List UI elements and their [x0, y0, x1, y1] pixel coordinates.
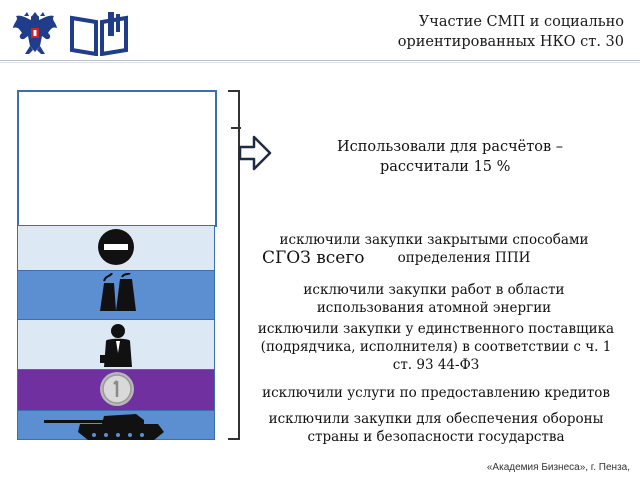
excluded-nuclear-line-1: исключили закупки работ в области [303, 282, 565, 298]
grouping-bracket [228, 90, 240, 440]
segment-used [17, 90, 217, 227]
header-divider [0, 60, 640, 61]
used-line-2: рассчитали 15 % [380, 159, 511, 175]
person-in-suit-icon [100, 323, 136, 369]
excluded-defense-text: исключили закупки для обеспечения оборон… [240, 410, 632, 446]
coin-icon [99, 371, 135, 407]
used-line-1: Использовали для расчётов – [336, 139, 564, 155]
excluded-defense-line-2: страны и безопасности государства [307, 429, 565, 445]
no-entry-icon [96, 227, 136, 267]
excluded-credit-text: исключили услуги по предоставлению креди… [240, 384, 632, 402]
excluded-defense-line-1: исключили закупки для обеспечения оборон… [268, 411, 604, 427]
header-title-line-2: ориентированных НКО ст. 30 [397, 34, 624, 50]
nuclear-plant-icon [96, 272, 140, 313]
footer-text: «Академия Бизнеса», г. Пенза, [486, 462, 630, 473]
excluded-single-line-2: (подрядчика, исполнителя) в соответствии… [260, 339, 612, 355]
excluded-single-supplier-text: исключили закупки у единственного постав… [240, 320, 632, 374]
coat-of-arms-icon [10, 6, 60, 58]
bracket-tick [231, 127, 241, 129]
used-for-calculation-text: Использовали для расчётов – рассчитали 1… [300, 137, 600, 177]
tank-icon [44, 410, 164, 442]
arrow-right-icon [238, 133, 274, 173]
book-icon [68, 10, 130, 57]
procurement-stack [17, 90, 217, 440]
excluded-nuclear-text: исключили закупки работ в области исполь… [244, 281, 624, 317]
excluded-single-line-3: ст. 93 44-ФЗ [392, 357, 480, 373]
excluded-closed-line-1: исключили закупки закрытыми способами [279, 232, 589, 248]
excluded-closed-text: исключили закупки закрытыми способами оп… [244, 231, 624, 267]
excluded-nuclear-line-2: использования атомной энергии [316, 300, 552, 316]
header-title-line-1: Участие СМП и социально [418, 14, 624, 30]
excluded-single-line-1: исключили закупки у единственного постав… [257, 321, 615, 337]
excluded-credit-line: исключили услуги по предоставлению креди… [262, 385, 610, 401]
total-label: СГОЗ всего [262, 248, 365, 268]
excluded-closed-line-2: определения ППИ [397, 250, 531, 266]
header-divider-secondary [0, 62, 640, 63]
